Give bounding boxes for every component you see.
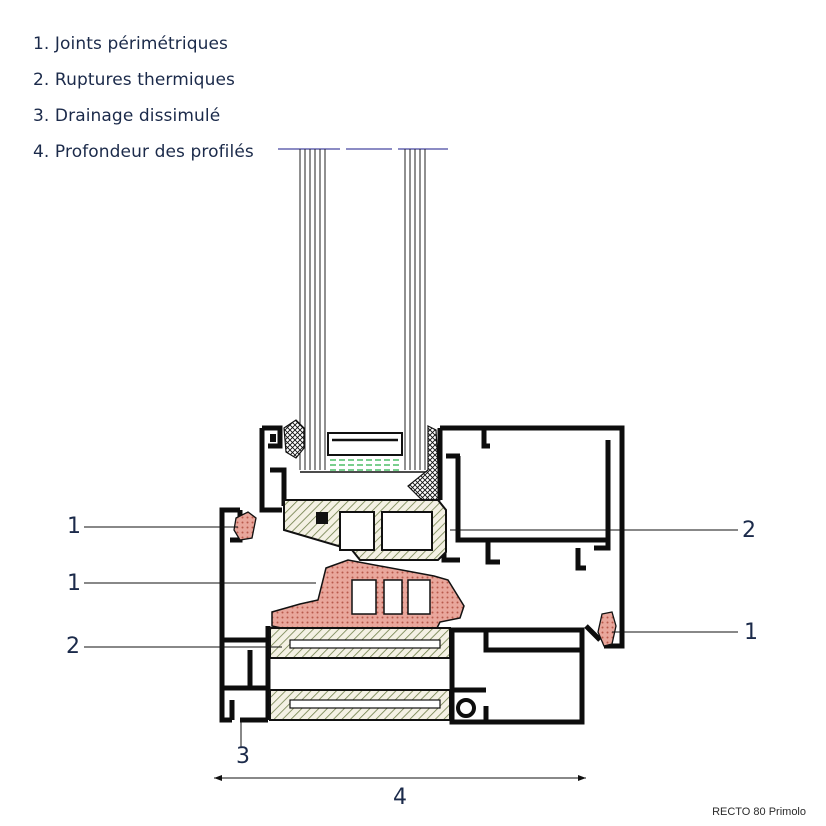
sash-thermal-break bbox=[283, 499, 447, 561]
frame-thermal-break bbox=[269, 627, 451, 721]
callout-seal-right: 1 bbox=[744, 620, 758, 645]
glass-spacer bbox=[300, 432, 428, 473]
callout-seal-top-left: 1 bbox=[67, 514, 81, 539]
callout-thermal-break-left: 2 bbox=[66, 634, 80, 659]
legend-item-ruptures: 2. Ruptures thermiques bbox=[33, 70, 235, 90]
legend-item-joints: 1. Joints périmétriques bbox=[33, 34, 229, 54]
leader-lines bbox=[84, 526, 738, 748]
depth-dimension bbox=[214, 775, 586, 781]
callout-drainage: 3 bbox=[236, 744, 250, 769]
frame-inner-box bbox=[449, 627, 585, 725]
legend: 1. Joints périmétriques 2. Ruptures ther… bbox=[33, 26, 254, 170]
glazing-bead bbox=[259, 425, 287, 513]
perimeter-seals bbox=[233, 511, 617, 647]
legend-item-profondeur: 4. Profondeur des profilés bbox=[33, 142, 254, 162]
sash-profile bbox=[437, 425, 625, 649]
model-caption: RECTO 80 Primolo bbox=[712, 806, 806, 818]
callout-thermal-break-right: 2 bbox=[742, 518, 756, 543]
callout-seal-middle-left: 1 bbox=[67, 571, 81, 596]
legend-item-drainage: 3. Drainage dissimulé bbox=[33, 106, 221, 126]
frame-profile bbox=[219, 507, 271, 723]
central-seal-foam bbox=[271, 559, 465, 633]
double-glazing bbox=[299, 149, 426, 470]
callout-depth: 4 bbox=[393, 785, 407, 810]
